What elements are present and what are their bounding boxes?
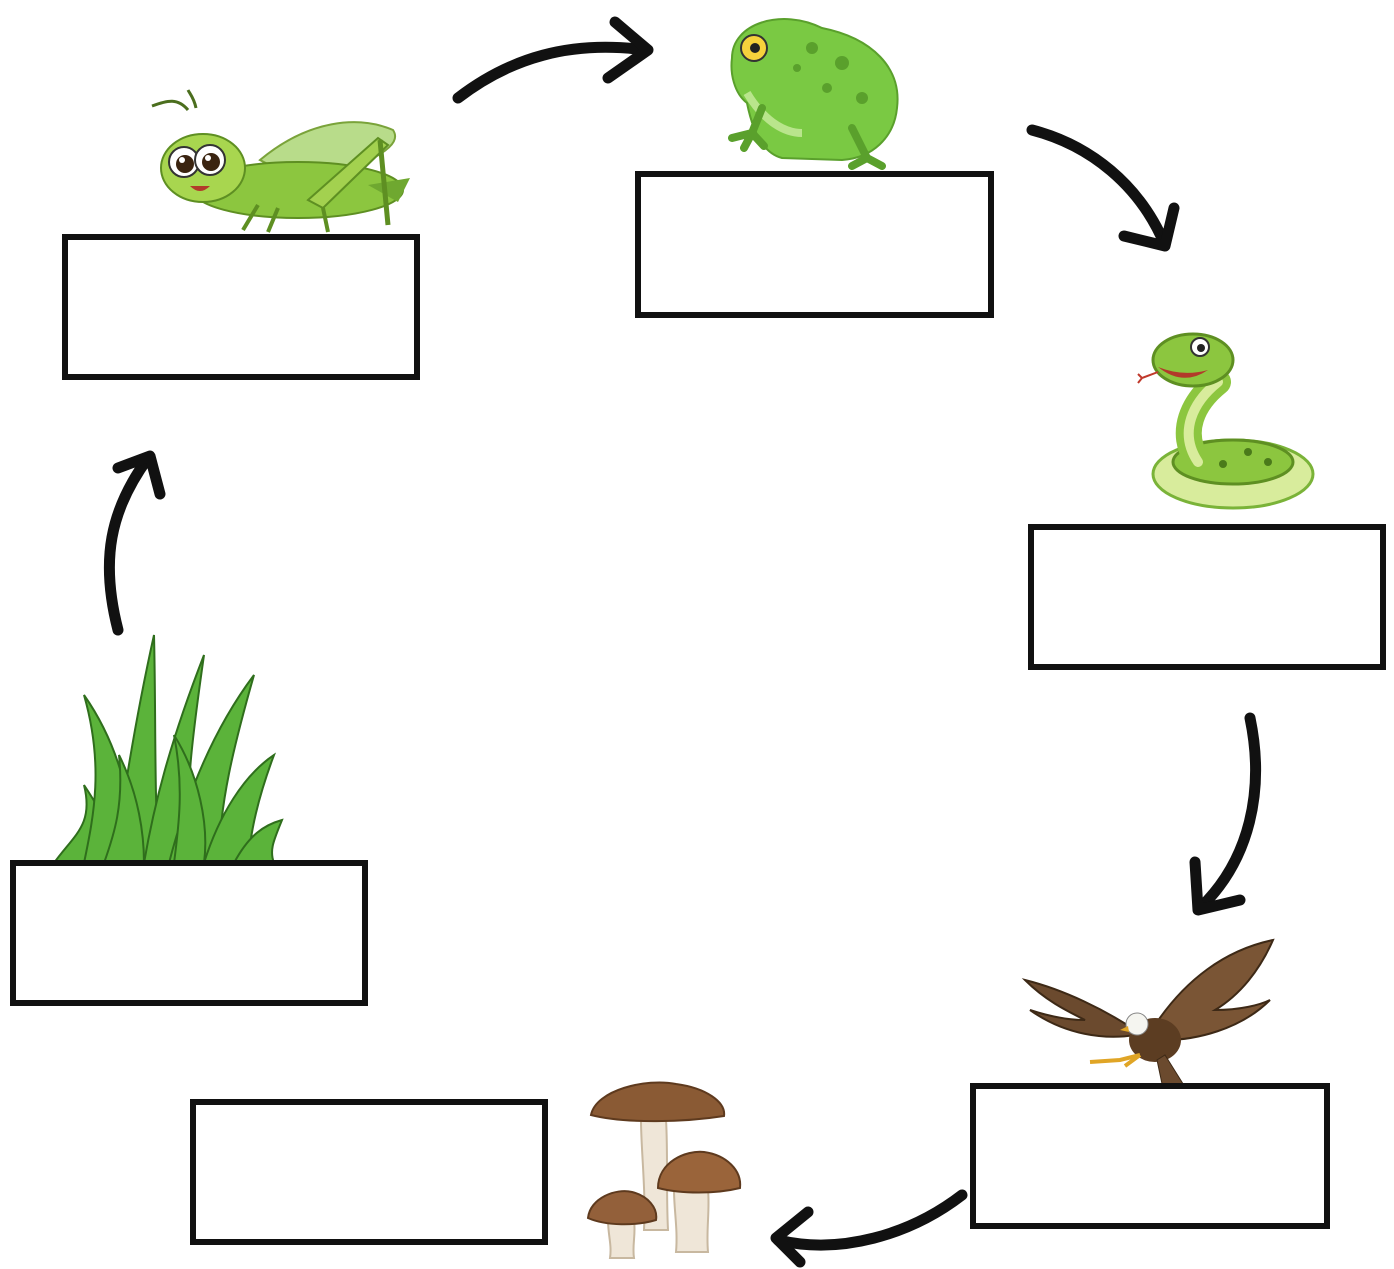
arrow-snake-to-eagle [1195, 718, 1256, 910]
label-box-snake[interactable] [1028, 524, 1386, 670]
arrow-frog-to-snake [1032, 130, 1174, 246]
grasshopper-icon [148, 90, 418, 240]
eagle-icon [1025, 940, 1275, 1100]
label-box-eagle[interactable] [970, 1083, 1330, 1229]
grass-icon [44, 635, 284, 865]
arrow-grasshopper-to-frog [458, 22, 648, 98]
arrow-grass-to-grasshopper [109, 456, 160, 630]
mushroom-icon [586, 1080, 746, 1260]
label-box-frog[interactable] [635, 171, 994, 318]
label-box-grasshopper[interactable] [62, 234, 420, 380]
label-box-grass[interactable] [10, 860, 368, 1006]
frog-icon [722, 8, 907, 168]
snake-icon [1138, 322, 1318, 517]
label-box-mushroom[interactable] [190, 1099, 548, 1245]
arrow-eagle-to-mushroom [776, 1195, 962, 1262]
